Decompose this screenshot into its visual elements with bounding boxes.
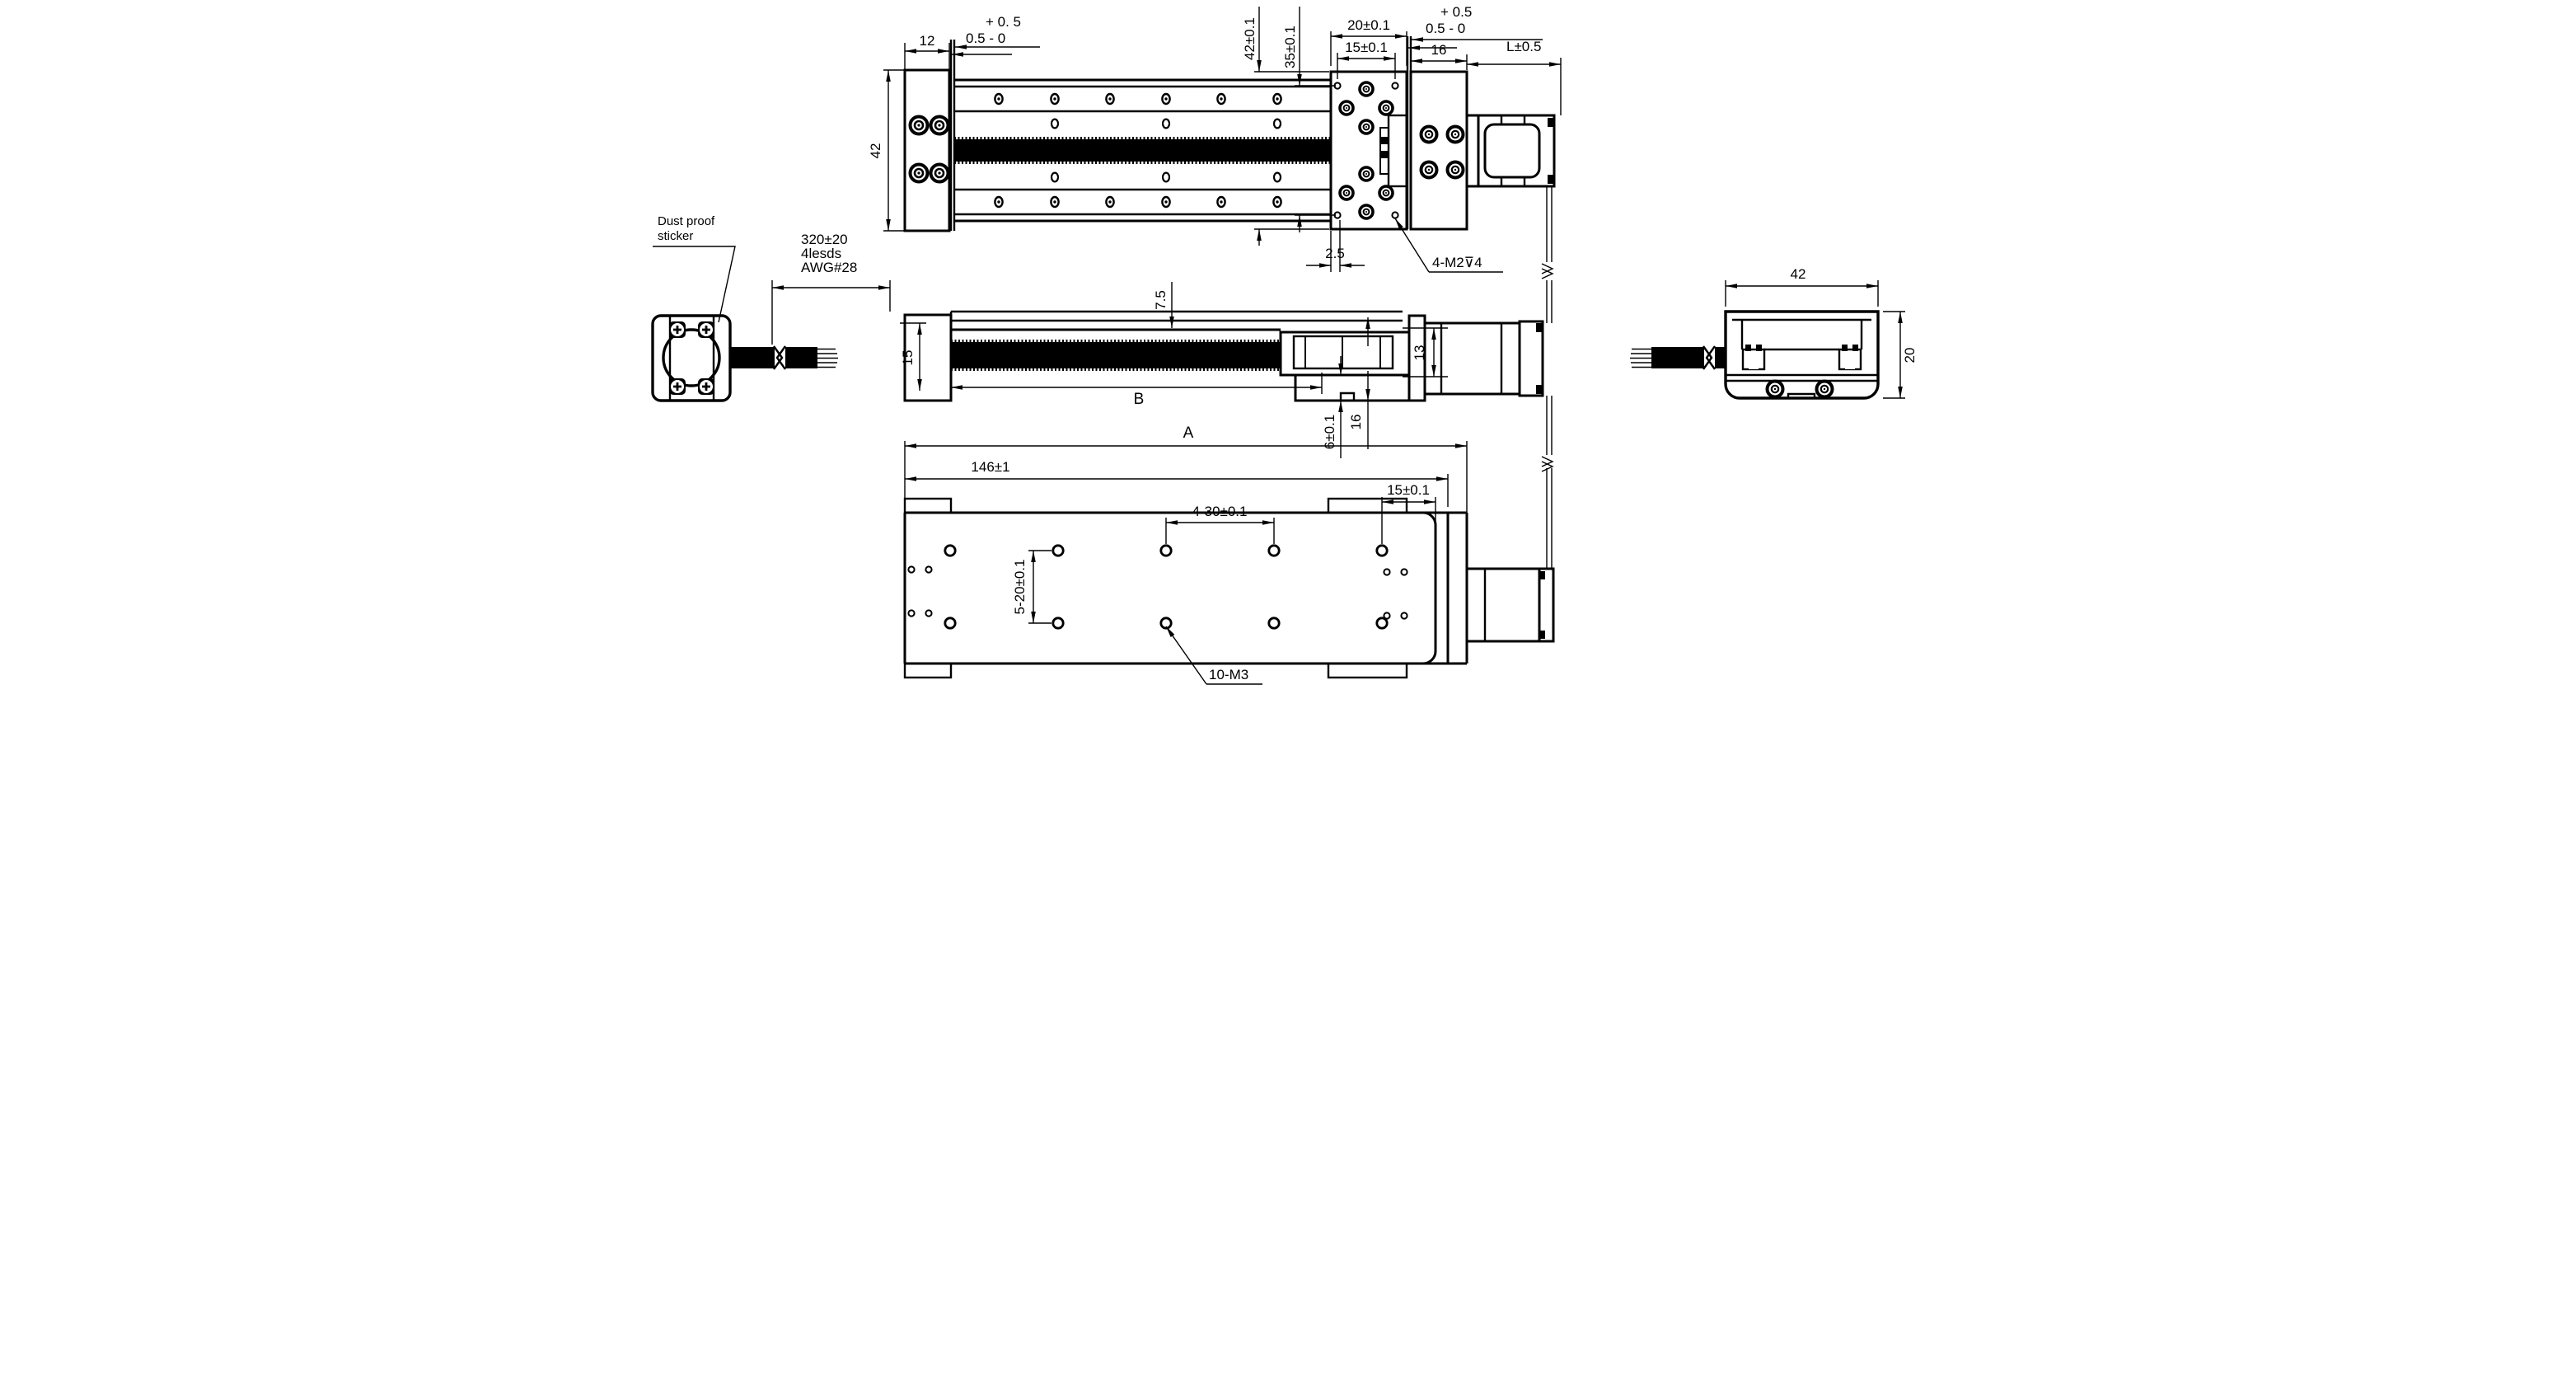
rail-lines (953, 85, 1331, 216)
front-gap-left (949, 40, 955, 231)
table-rounded-edge (1422, 511, 1436, 665)
end-block-screws (1419, 124, 1464, 180)
dust-sticker-circle (661, 328, 721, 387)
dim-height-20: 20 (1902, 348, 1918, 363)
plan-dimensions: A 146±1 15±0.1 4-30±0.1 5-20±0.1 10-M3 (903, 424, 1468, 685)
plan-end-plate (1446, 513, 1468, 664)
clamp-tab (903, 662, 952, 679)
right-body-outline (1723, 310, 1880, 400)
front-end-block (1409, 70, 1468, 231)
lead-screw (953, 139, 1331, 162)
bearing-housing (1379, 114, 1407, 188)
clamp-tab (1327, 497, 1407, 514)
dim-overall-A: A (1183, 424, 1193, 442)
dim-gap-tol-plus-right: + 0.5 (1440, 4, 1472, 20)
clamp-tab (1327, 662, 1407, 679)
cable-awg: AWG#28 (801, 260, 857, 275)
plan-view: A 146±1 15±0.1 4-30±0.1 5-20±0.1 10-M3 (903, 424, 1554, 685)
base-screw-icon (1815, 379, 1834, 399)
dim-edge-offset: 2.5 (1325, 246, 1345, 261)
right-cable (1629, 345, 1726, 370)
dim-gap-tol-left: 0.5 - 0 (966, 30, 1005, 46)
small-hole-cluster-right (1382, 568, 1408, 620)
cap-screw-icon (929, 115, 949, 136)
carriage-screw-cluster-bottom (1337, 166, 1394, 220)
wire-ends (817, 348, 838, 368)
note-tapped-m2: 4-M2⊽4 (1432, 255, 1482, 270)
cable-length: 320±20 (801, 232, 848, 247)
carriage-screw-cluster-top (1337, 81, 1394, 135)
phillips-screw-icon (696, 320, 715, 340)
right-base-lines (1725, 373, 1878, 382)
lead-screw-side (950, 342, 1281, 368)
dim-base-146: 146±1 (971, 459, 1009, 475)
dim-clearance-6: 6±0.1 (1322, 415, 1337, 449)
dim-stroke-B: B (1133, 391, 1144, 408)
table-slab (949, 310, 1403, 322)
phillips-screw-icon (667, 377, 686, 396)
right-dimensions: 42 20 (1724, 266, 1918, 399)
small-hole-cluster-left (906, 565, 933, 617)
label-dust-proof-1: Dust proof (658, 214, 715, 228)
motor-cable-vertical (1541, 186, 1554, 569)
rail-clamp-right (1838, 345, 1862, 371)
side-view: 15 7.5 B 6±0.1 16 13 (899, 282, 1543, 458)
dim-end-block-16: 16 (1431, 42, 1446, 58)
dim-width-42: 42 (1790, 266, 1806, 282)
base-screw-icon (1765, 379, 1784, 399)
dim-motor-step-13: 13 (1412, 345, 1427, 361)
dim-pitch-20: 5-20±0.1 (1012, 560, 1028, 615)
front-view: 42 12 + 0. 5 0.5 - 0 20±0.1 15±0.1 42±0.… (868, 4, 1562, 273)
dim-height-42: 42 (868, 143, 883, 159)
side-dimensions: 15 7.5 B 6±0.1 16 13 (899, 282, 1448, 458)
phillips-screw-icon (667, 320, 686, 340)
side-carriage (1279, 331, 1410, 402)
dim-block-12: 12 (919, 33, 934, 49)
cable-leads: 4lesds (801, 246, 841, 261)
cap-screw-icon (908, 162, 929, 184)
dim-pitch-30: 4-30±0.1 (1192, 504, 1247, 519)
phillips-screw-icon (696, 377, 715, 396)
dim-carriage-42: 42±0.1 (1242, 17, 1258, 60)
front-body-edges (953, 78, 1331, 223)
motor-cable-horizontal (729, 345, 838, 370)
side-motor (1407, 314, 1543, 402)
dust-sticker-leader (652, 246, 736, 323)
right-end-view: 42 20 (1629, 266, 1918, 400)
front-dimensions: 42 12 + 0. 5 0.5 - 0 20±0.1 15±0.1 42±0.… (868, 4, 1562, 273)
cap-screw-icon (908, 115, 929, 136)
bottom-notch (1787, 392, 1815, 398)
right-inner-plate (1731, 318, 1871, 349)
dim-screw-offset: 7.5 (1153, 290, 1169, 310)
note-tapped-m3: 10-M3 (1209, 667, 1248, 682)
drawing-page: 42 12 + 0. 5 0.5 - 0 20±0.1 15±0.1 42±0.… (644, 0, 1932, 687)
dim-gap-tol-right: 0.5 - 0 (1426, 21, 1465, 36)
dim-carriage-20: 20±0.1 (1347, 17, 1390, 33)
dim-holes-15: 15±0.1 (1345, 40, 1388, 55)
dim-hole-edge-15: 15±0.1 (1387, 482, 1430, 498)
cap-screw-icon (929, 162, 949, 184)
dim-holes-35: 35±0.1 (1282, 26, 1298, 68)
label-dust-proof-2: sticker (658, 229, 693, 243)
dim-motor-length: L±0.5 (1506, 39, 1541, 54)
left-end-view: Dust proof sticker 320±20 4lesds AWG#28 (650, 214, 891, 402)
front-left-block (903, 68, 950, 232)
plan-motor (1465, 567, 1554, 643)
dim-block-15: 15 (900, 350, 916, 366)
dim-16: 16 (1348, 415, 1364, 430)
technical-drawing-canvas: 42 12 + 0. 5 0.5 - 0 20±0.1 15±0.1 42±0.… (650, 4, 1918, 685)
rail-clamp-left (1741, 345, 1765, 371)
dim-gap-tol-plus-left: + 0. 5 (986, 14, 1021, 30)
clamp-tab (903, 497, 952, 514)
motor-top-view (1465, 114, 1555, 188)
